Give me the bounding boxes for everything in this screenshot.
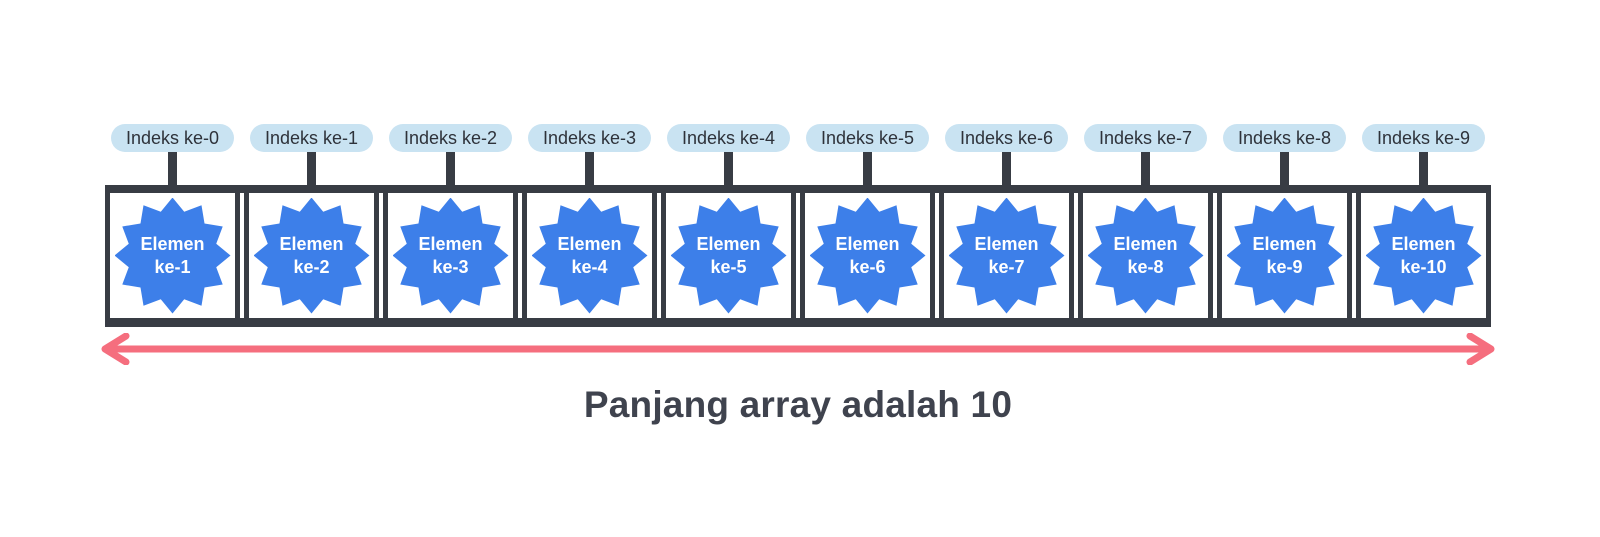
connector-slot — [939, 152, 1074, 185]
element-starburst: Elemen ke-1 — [114, 197, 231, 314]
index-pill-0: Indeks ke-0 — [110, 124, 235, 152]
connector-line — [168, 152, 177, 185]
element-starburst: Elemen ke-10 — [1365, 197, 1482, 314]
element-starburst: Elemen ke-7 — [948, 197, 1065, 314]
element-starburst: Elemen ke-8 — [1087, 197, 1204, 314]
connector-slot — [1078, 152, 1213, 185]
index-pill-6: Indeks ke-6 — [944, 124, 1069, 152]
array-cell: Elemen ke-5 — [661, 193, 796, 318]
index-pill-1: Indeks ke-1 — [249, 124, 374, 152]
index-pill-4: Indeks ke-4 — [666, 124, 791, 152]
array-cell: Elemen ke-1 — [105, 193, 240, 318]
array-cell: Elemen ke-7 — [939, 193, 1074, 318]
array-cell: Elemen ke-3 — [383, 193, 518, 318]
array-structure: Indeks ke-0 Indeks ke-1 Indeks ke-2 Inde… — [105, 124, 1491, 327]
left-arrowhead-icon — [101, 332, 130, 366]
connector-line — [1141, 152, 1150, 185]
index-slot: Indeks ke-0 — [105, 124, 240, 152]
index-slot: Indeks ke-1 — [244, 124, 379, 152]
array-cell: Elemen ke-2 — [244, 193, 379, 318]
index-slot: Indeks ke-9 — [1356, 124, 1491, 152]
connector-line — [307, 152, 316, 185]
index-pill-3: Indeks ke-3 — [527, 124, 652, 152]
connector-slot — [1217, 152, 1352, 185]
connector-line — [863, 152, 872, 185]
connector-slot — [661, 152, 796, 185]
index-slot: Indeks ke-7 — [1078, 124, 1213, 152]
index-pill-8: Indeks ke-8 — [1222, 124, 1347, 152]
array-cell: Elemen ke-10 — [1356, 193, 1491, 318]
array-length-arrow — [95, 332, 1501, 366]
index-pill-9: Indeks ke-9 — [1361, 124, 1486, 152]
index-pill-7: Indeks ke-7 — [1083, 124, 1208, 152]
array-cell: Elemen ke-8 — [1078, 193, 1213, 318]
index-slot: Indeks ke-5 — [800, 124, 935, 152]
connector-slot — [522, 152, 657, 185]
element-starburst: Elemen ke-3 — [392, 197, 509, 314]
connector-line — [1419, 152, 1428, 185]
index-pill-2: Indeks ke-2 — [388, 124, 513, 152]
array-cell: Elemen ke-4 — [522, 193, 657, 318]
connector-line — [446, 152, 455, 185]
element-starburst: Elemen ke-6 — [809, 197, 926, 314]
index-pill-5: Indeks ke-5 — [805, 124, 930, 152]
connector-line — [724, 152, 733, 185]
element-starburst: Elemen ke-9 — [1226, 197, 1343, 314]
element-starburst: Elemen ke-5 — [670, 197, 787, 314]
array-length-caption: Panjang array adalah 10 — [583, 384, 1013, 425]
index-slot: Indeks ke-6 — [939, 124, 1074, 152]
right-arrowhead-icon — [1466, 332, 1495, 366]
connector-slot — [1356, 152, 1491, 185]
connector-slot — [383, 152, 518, 185]
index-slot: Indeks ke-3 — [522, 124, 657, 152]
index-slot: Indeks ke-2 — [383, 124, 518, 152]
array-cell: Elemen ke-6 — [800, 193, 935, 318]
connectors-row — [105, 152, 1491, 185]
array-cell: Elemen ke-9 — [1217, 193, 1352, 318]
connector-slot — [244, 152, 379, 185]
element-starburst: Elemen ke-2 — [253, 197, 370, 314]
index-labels-row: Indeks ke-0 Indeks ke-1 Indeks ke-2 Inde… — [105, 124, 1491, 152]
connector-line — [585, 152, 594, 185]
connector-line — [1002, 152, 1011, 185]
element-starburst: Elemen ke-4 — [531, 197, 648, 314]
index-slot: Indeks ke-8 — [1217, 124, 1352, 152]
connector-slot — [105, 152, 240, 185]
connector-line — [1280, 152, 1289, 185]
connector-slot — [800, 152, 935, 185]
array-cells-row: Elemen ke-1 Elemen ke-2 Elemen ke-3 Elem… — [105, 185, 1491, 327]
index-slot: Indeks ke-4 — [661, 124, 796, 152]
double-arrow-icon — [101, 332, 1495, 366]
